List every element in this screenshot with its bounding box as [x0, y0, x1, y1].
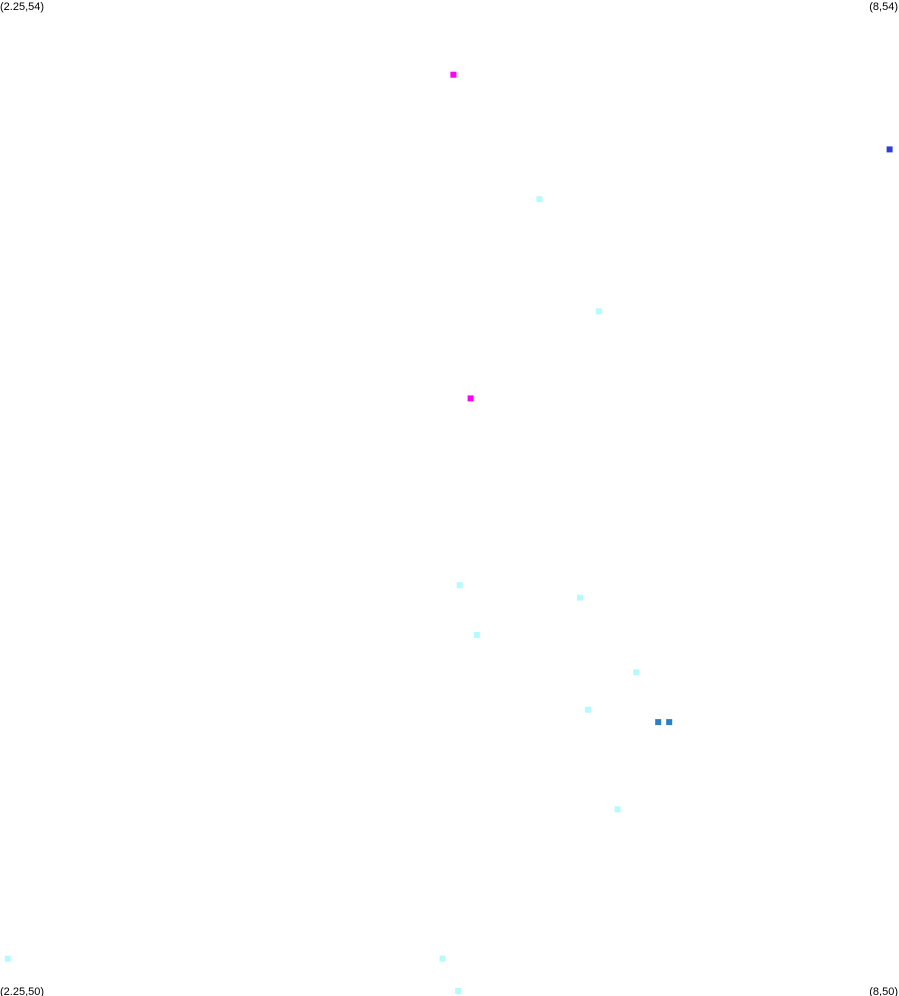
data-point [595, 308, 602, 315]
corner-label-top-left: (2.25,54) [0, 1, 44, 13]
data-point [467, 395, 474, 402]
data-point [633, 669, 640, 676]
data-point [577, 594, 584, 601]
data-point [456, 582, 463, 589]
corner-label-bottom-right: (8,50) [869, 986, 898, 996]
corner-label-bottom-left: (2.25,50) [0, 986, 44, 996]
data-point [536, 196, 543, 203]
data-point [4, 955, 11, 962]
data-point [666, 719, 673, 726]
data-point [655, 719, 662, 726]
data-point [450, 71, 457, 78]
data-point [439, 955, 446, 962]
data-points [4, 71, 893, 994]
data-point [886, 146, 893, 153]
data-point [614, 806, 621, 813]
data-point [584, 706, 591, 713]
data-point [455, 988, 462, 994]
data-point [473, 631, 480, 638]
corner-label-top-right: (8,54) [869, 1, 898, 13]
